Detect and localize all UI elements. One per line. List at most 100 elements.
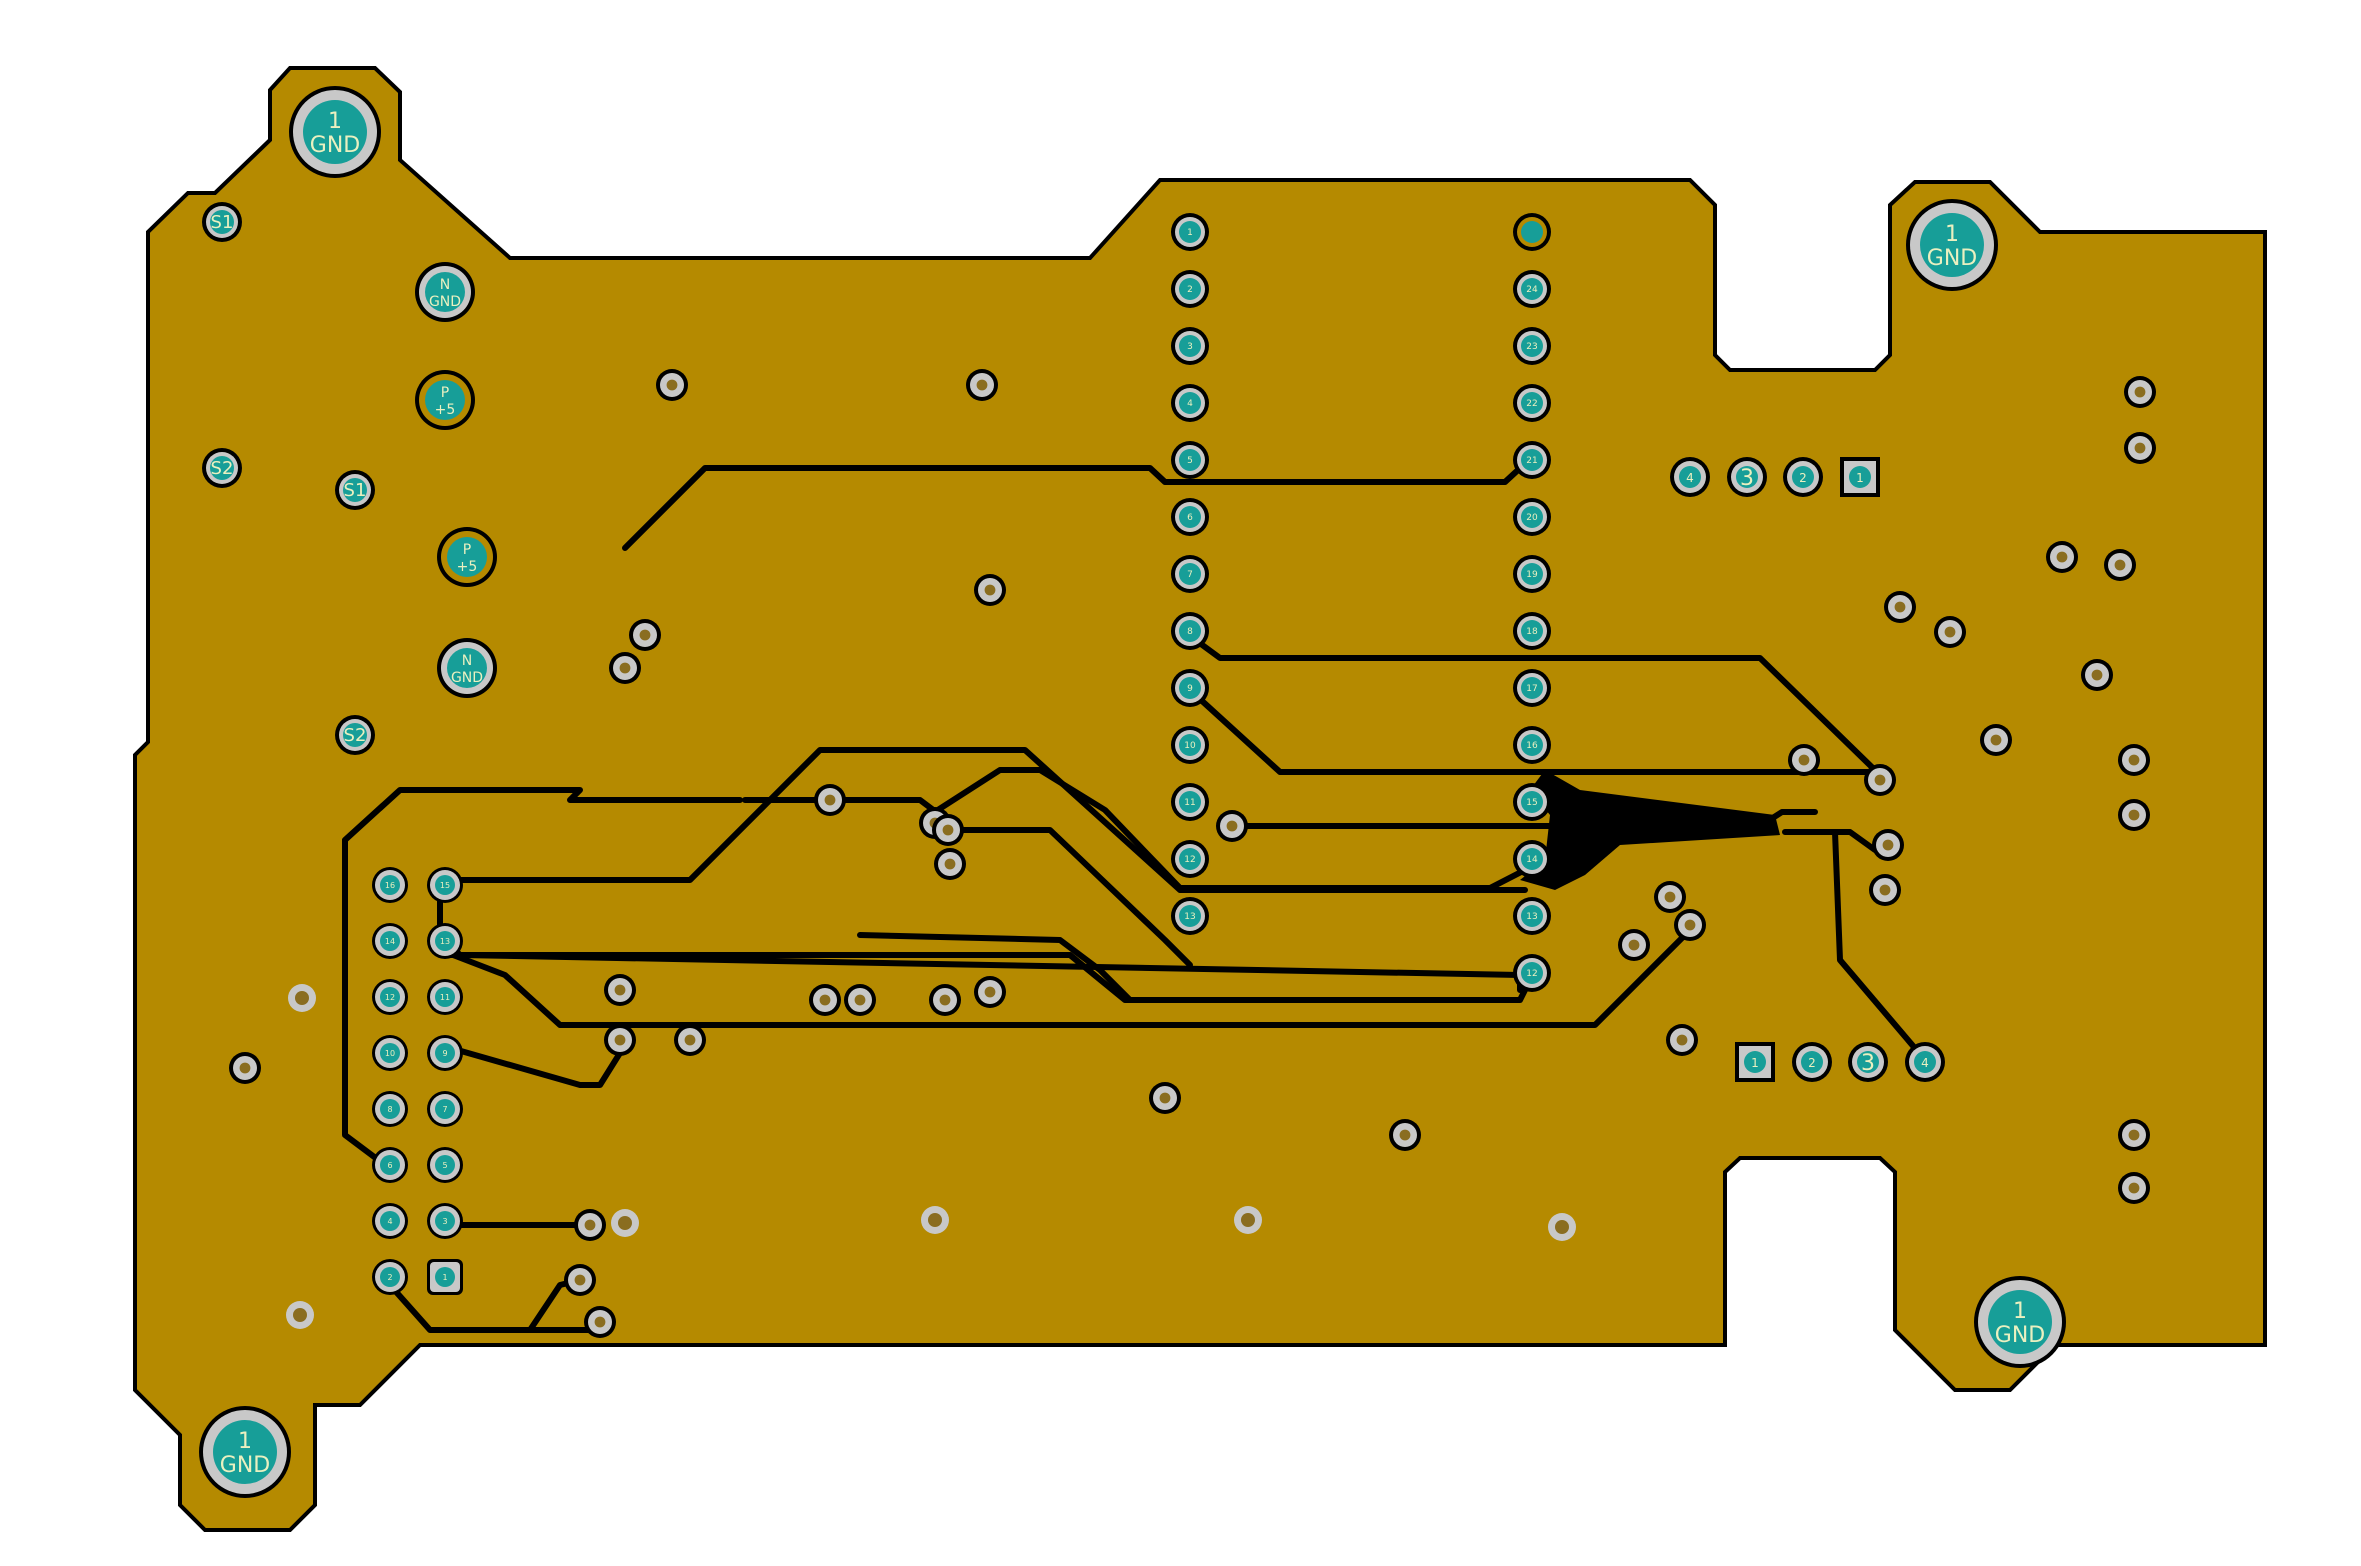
mcu-pin: 24 [1513,270,1551,308]
svg-text:3: 3 [442,1217,447,1226]
svg-text:22: 22 [1526,399,1537,409]
svg-text:4: 4 [387,1217,392,1226]
svg-text:15: 15 [440,881,450,890]
svg-text:4: 4 [1187,399,1193,409]
svg-text:14: 14 [385,937,395,946]
mcu-pin: 22 [1513,384,1551,422]
header-pin: 6 [372,1147,408,1183]
svg-text:18: 18 [1526,627,1538,637]
mcu-pin: 8 [1171,612,1209,650]
copper-pour [1520,770,1780,890]
header-pin: 2 [372,1259,408,1295]
svg-text:20: 20 [1526,513,1538,523]
svg-text:11: 11 [1184,798,1195,808]
svg-text:5: 5 [442,1161,447,1170]
mcu-pin: 4 [1171,384,1209,422]
svg-text:2: 2 [1799,471,1807,485]
connector-bottom-pin: 4 [1905,1042,1945,1082]
svg-text:8: 8 [387,1105,392,1114]
svg-text:7: 7 [442,1105,447,1114]
svg-text:S2: S2 [344,725,367,746]
connector-top-pin: 1 [1840,457,1880,497]
mcu-pin: 11 [1171,783,1209,821]
header-pin: 12 [372,979,408,1015]
svg-text:9: 9 [442,1049,447,1058]
svg-text:N: N [440,277,450,293]
svg-text:S2: S2 [211,458,234,479]
connector-bottom-pin: 3 [1848,1042,1888,1082]
svg-text:16: 16 [1526,741,1538,751]
header-pin: 3 [427,1203,463,1239]
pad-s2: S2 [202,448,242,488]
mount-hole-num: 1 [238,1429,252,1454]
mount-hole-num: 1 [2013,1299,2027,1324]
svg-text:24: 24 [1526,285,1538,295]
mcu-pin: 15 [1513,783,1551,821]
svg-text:1: 1 [442,1273,447,1282]
connector-top-pin: 3 [1727,457,1767,497]
svg-text:GND: GND [451,670,483,686]
svg-text:N: N [462,653,472,669]
connector-bottom-pin: 2 [1792,1042,1832,1082]
svg-text:5: 5 [1187,456,1193,466]
svg-text:S1: S1 [211,212,234,233]
connector-bottom-pin: 1 [1735,1042,1775,1082]
mount-hole-net: GND [220,1453,270,1478]
svg-text:4: 4 [1921,1056,1929,1070]
mcu-pin: 6 [1171,498,1209,536]
mount-hole-net: GND [310,133,360,158]
svg-text:2: 2 [387,1273,392,1282]
header-pin: 13 [427,923,463,959]
svg-text:10: 10 [1184,741,1196,751]
svg-text:21: 21 [1526,456,1537,466]
pad-p-plus5: P+5 [415,370,475,430]
svg-text:1: 1 [1751,1056,1759,1070]
mount-hole-num: 1 [1945,222,1959,247]
mount-hole-num: 1 [328,109,342,134]
svg-text:13: 13 [1526,912,1537,922]
svg-text:17: 17 [1526,684,1537,694]
mcu-pin: 12 [1171,840,1209,878]
mcu-pin: 10 [1171,726,1209,764]
svg-text:19: 19 [1526,570,1538,580]
mcu-pin: 13 [1513,897,1551,935]
mcu-pin: 2 [1171,270,1209,308]
mcu-pin: 18 [1513,612,1551,650]
header-pin: 4 [372,1203,408,1239]
header-pin: 5 [427,1147,463,1183]
svg-text:S1: S1 [344,480,367,501]
svg-text:11: 11 [440,993,450,1002]
mcu-pin: 1 [1171,213,1209,251]
svg-text:2: 2 [1808,1056,1816,1070]
svg-text:1: 1 [1856,471,1864,485]
svg-text:6: 6 [387,1161,392,1170]
mcu-pin [1513,213,1551,251]
mcu-pin: 17 [1513,669,1551,707]
svg-text:15: 15 [1526,798,1537,808]
pad-s1: S1 [202,202,242,242]
pad-s1: S1 [335,470,375,510]
mount-hole-net: GND [1995,1323,2045,1348]
svg-text:4: 4 [1686,471,1694,485]
svg-text:2: 2 [1187,285,1193,295]
header-pin: 16 [372,867,408,903]
svg-text:6: 6 [1187,513,1193,523]
svg-text:13: 13 [1184,912,1195,922]
svg-text:7: 7 [1187,570,1193,580]
mcu-pin: 16 [1513,726,1551,764]
mcu-pin: 20 [1513,498,1551,536]
svg-text:3: 3 [1861,1051,1875,1076]
svg-text:3: 3 [1187,342,1193,352]
svg-text:1: 1 [1187,228,1193,238]
svg-text:12: 12 [385,993,395,1002]
svg-text:P: P [463,542,471,558]
header-pin: 1 [427,1259,463,1295]
header-pin: 8 [372,1091,408,1127]
svg-text:+5: +5 [435,402,456,418]
